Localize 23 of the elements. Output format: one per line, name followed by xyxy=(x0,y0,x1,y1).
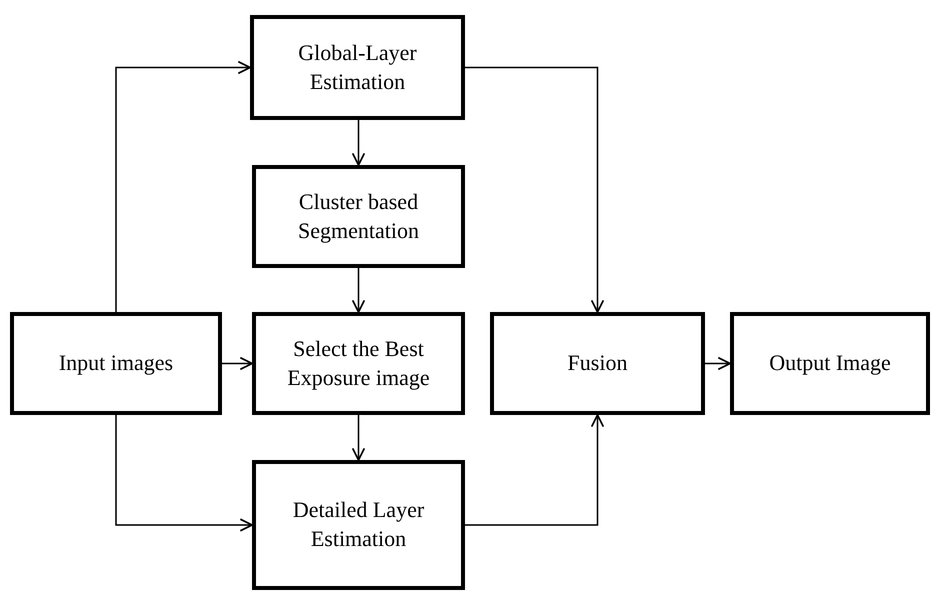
box-label: Select the Best Exposure image xyxy=(286,334,431,392)
arrow xyxy=(115,415,253,532)
process-box xyxy=(730,312,930,415)
process-box xyxy=(250,15,465,120)
box-label: Fusion xyxy=(568,349,628,378)
box-label: Global-Layer Estimation xyxy=(297,38,418,96)
arrow xyxy=(465,66,604,313)
arrow xyxy=(705,356,731,370)
arrow xyxy=(352,120,366,166)
process-box xyxy=(10,312,222,415)
arrow xyxy=(352,268,366,313)
box-label: Input images xyxy=(58,349,174,378)
box-label: Cluster based Segmentation xyxy=(297,188,420,245)
process-box xyxy=(490,312,705,415)
arrow xyxy=(115,60,251,312)
box-label: Output Image xyxy=(769,349,891,378)
arrow xyxy=(222,356,253,370)
process-box xyxy=(252,165,465,268)
process-box xyxy=(252,312,465,415)
process-box xyxy=(252,460,465,590)
arrow xyxy=(352,415,366,461)
box-label: Detailed Layer Estimation xyxy=(292,496,426,553)
arrow xyxy=(465,414,604,526)
